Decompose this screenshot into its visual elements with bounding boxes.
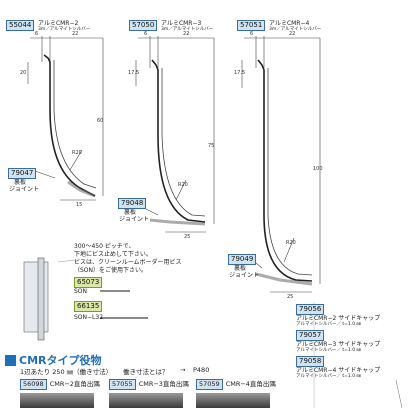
cap-code-1: 79056	[296, 304, 325, 315]
tab-code: 56098	[20, 379, 47, 390]
tab-code: 57059	[196, 379, 223, 390]
product-photo-2	[109, 393, 183, 408]
screw-code-2: 66135	[74, 301, 103, 312]
dim-p3-bottom: 25	[287, 294, 294, 300]
cap-spec-1: アルマイトシルバー／ t=1.0 ㎜	[296, 322, 362, 327]
note-line-1: 300〜450 ピッチで、	[74, 243, 135, 250]
dim-p1-left: 20	[20, 70, 27, 76]
joint-label1-3: 裏板	[234, 265, 247, 272]
dim-p3-left: 17.5	[234, 70, 246, 76]
dim-p2-radius: R20	[178, 182, 188, 188]
section-desc1: 1辺あたり 250 ㎜（働き寸法）	[20, 368, 113, 376]
cap-code-2: 79057	[296, 330, 325, 341]
product-code-3: 57051	[237, 20, 266, 31]
cap-name-1: アルミCMR−2 サイドキャップ	[296, 315, 381, 322]
section-desc2: 働き寸法とは？	[123, 368, 169, 376]
cap-name-3: アルミCMR−4 サイドキャップ	[296, 367, 381, 374]
tab-label: CMR−2直角出隅	[49, 380, 100, 388]
product-name-3: アルミCMR−4	[269, 20, 310, 27]
joint-label2-1: ジョイント	[9, 186, 40, 193]
dim-p3-top2: 22	[289, 31, 296, 37]
dim-p1-bottom: 15	[76, 202, 83, 208]
joint-code-3: 79049	[228, 254, 257, 265]
dim-p1-height: 60	[97, 118, 104, 124]
section-arrow: →	[180, 366, 186, 374]
dim-p2-top1: 6	[144, 31, 148, 37]
product-spec-3: 3m／アルマイトシルバー	[269, 27, 322, 32]
joint-label2-2: ジョイント	[119, 216, 150, 223]
dim-p3-radius: R20	[286, 240, 296, 246]
dim-p2-height: 75	[208, 143, 215, 149]
product-code-1: 55044	[6, 20, 35, 31]
dim-p3-top1: 6	[250, 31, 254, 37]
joint-code-1: 79047	[8, 168, 37, 179]
section-marker	[5, 355, 16, 366]
cap-code-3: 79058	[296, 356, 325, 367]
joint-label1-2: 裏板	[124, 209, 137, 216]
joint-label2-3: ジョイント	[229, 272, 260, 279]
product-code-2: 57050	[129, 20, 158, 31]
tab-label: CMR−4直角出隅	[225, 380, 276, 388]
dim-p1-radius: R20	[72, 150, 82, 156]
dim-p2-bottom: 25	[184, 234, 191, 240]
product-name-2: アルミCMR−3	[161, 20, 202, 27]
product-spec-1: 3m／アルマイトシルバー	[38, 27, 91, 32]
cap-page-ref[interactable]: P480	[193, 366, 210, 374]
dim-p1-top2: 22	[72, 31, 79, 37]
section-title: CMRタイプ役物	[19, 354, 102, 367]
note-line-3: ビスは、クリーンルームボーダー用ビス	[74, 259, 182, 266]
cap-name-2: アルミCMR−3 サイドキャップ	[296, 341, 381, 348]
cap-spec-2: アルマイトシルバー／ t=1.0 ㎜	[296, 348, 362, 353]
joint-label1-1: 裏板	[14, 179, 27, 186]
product-spec-2: 3m／アルマイトシルバー	[161, 27, 214, 32]
note-line-4: （SON）をご使用下さい。	[74, 267, 148, 274]
cap-spec-3: アルマイトシルバー／ t=1.0 ㎜	[296, 374, 362, 379]
screw-name-2: SON−L32	[74, 314, 104, 321]
note-line-2: 下地にビス止めして下さい。	[74, 251, 152, 258]
dim-p1-top1: 6	[35, 31, 39, 37]
joint-code-2: 79048	[118, 198, 147, 209]
product-photo-3	[196, 393, 270, 408]
product-photo-1	[20, 393, 94, 408]
screw-name-1: SON	[74, 288, 88, 295]
tab-code: 57055	[109, 379, 136, 390]
product-name-1: アルミCMR−2	[38, 20, 79, 27]
dim-p2-top2: 22	[183, 31, 190, 37]
dim-p2-left: 17.5	[128, 70, 140, 76]
tab-label: CMR−3直角出隅	[138, 380, 189, 388]
screw-code-1: 65073	[74, 277, 103, 288]
dim-p3-height: 100	[313, 166, 323, 172]
